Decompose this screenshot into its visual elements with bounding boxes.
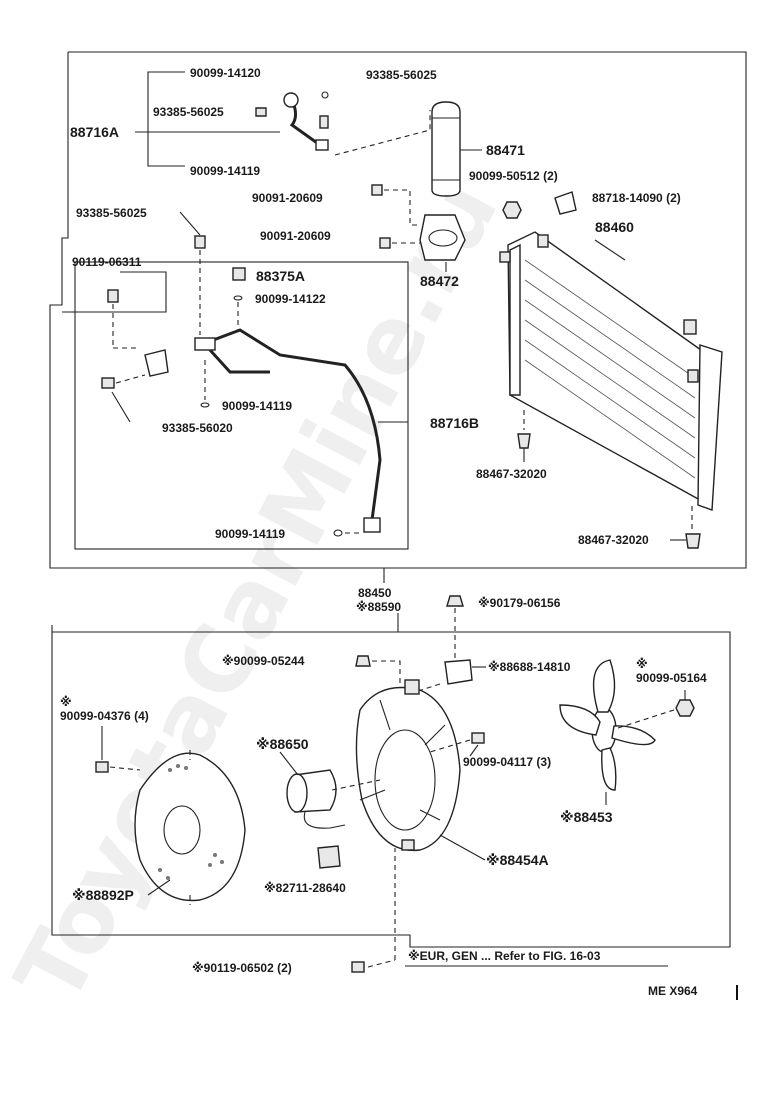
label-90099-50512: 90099-50512 (2) <box>469 169 558 183</box>
label-90099-04376-star: ※ <box>60 695 72 709</box>
label-90099-05164-star: ※ <box>636 657 648 671</box>
label-90099-05164: 90099-05164 <box>636 671 707 685</box>
label-90099-04376: 90099-04376 (4) <box>60 709 149 723</box>
label-90119-06311: 90119-06311 <box>72 255 142 269</box>
label-90119-06502: ※90119-06502 (2) <box>192 961 292 975</box>
bolt-90099-04117 <box>471 732 485 744</box>
label-90099-14122: 90099-14122 <box>255 292 326 306</box>
nut-90099-05244 <box>355 655 371 667</box>
label-88688-14810: ※88688-14810 <box>488 660 571 674</box>
label-88471: 88471 <box>486 142 525 158</box>
label-90099-14119-b: 90099-14119 <box>222 399 292 413</box>
label-88716a: 88716A <box>70 124 119 140</box>
label-88716b: 88716B <box>430 415 479 431</box>
label-93385-56025-b: 93385-56025 <box>153 105 224 119</box>
label-88650: ※88650 <box>256 736 309 752</box>
figure-code: ME X964 <box>648 984 698 998</box>
label-90091-20609-b: 90091-20609 <box>260 229 331 243</box>
nut-90099-05164 <box>675 699 695 717</box>
label-88892p: ※88892P <box>72 887 134 903</box>
bolt-90091-b <box>379 237 391 249</box>
label-90091-20609-a: 90091-20609 <box>252 191 323 205</box>
plug-88467-b <box>685 533 701 549</box>
label-93385-56020: 93385-56020 <box>162 421 233 435</box>
condenser-88460 <box>499 231 723 511</box>
label-88453: ※88453 <box>560 809 613 825</box>
label-82711-28640: ※82711-28640 <box>264 881 346 895</box>
bolt-90091-a <box>371 184 383 196</box>
label-88467-32020-b: 88467-32020 <box>578 533 649 547</box>
cap-88375a <box>232 267 246 281</box>
bolt-90119-06311 <box>107 289 119 303</box>
label-90099-14119-a: 90099-14119 <box>190 164 260 178</box>
pipe-88716a <box>255 91 329 151</box>
bolt-90099-04376 <box>95 761 109 773</box>
label-93385-56025-a: 93385-56025 <box>366 68 437 82</box>
bracket-88472 <box>419 214 466 261</box>
upper-group-frame <box>49 51 747 583</box>
lower-group-frame <box>51 613 731 948</box>
fan-88453 <box>559 659 656 791</box>
receiver-88471 <box>431 101 461 197</box>
lower-group-label: ※88590 <box>356 600 401 614</box>
label-88375a: 88375A <box>256 268 305 284</box>
bolt-93385-56020 <box>101 377 115 389</box>
plug-88467-a <box>517 433 531 449</box>
label-90179-06156: ※90179-06156 <box>478 596 561 610</box>
label-93385-56025-c: 93385-56025 <box>76 206 147 220</box>
clip-88718 <box>554 191 577 215</box>
bolt-93385-56025-c <box>194 235 206 249</box>
part-labels: 90099-14120 93385-56025 93385-56025 8871… <box>60 66 707 975</box>
upper-group-label: 88450 <box>358 586 392 600</box>
label-88454a: ※88454A <box>486 852 549 868</box>
connector-82711 <box>317 845 341 869</box>
note-refer-fig: ※EUR, GEN ... Refer to FIG. 16-03 <box>408 949 601 963</box>
motor-88650 <box>286 769 346 829</box>
label-90099-14119-c: 90099-14119 <box>215 527 285 541</box>
label-88718-14090: 88718-14090 (2) <box>592 191 681 205</box>
label-88467-32020-a: 88467-32020 <box>476 467 547 481</box>
label-90099-04117: 90099-04117 (3) <box>463 755 551 769</box>
bolt-90119-06502 <box>351 961 365 973</box>
label-90099-14120: 90099-14120 <box>190 66 261 80</box>
clip-90179 <box>446 595 464 607</box>
shroud-88454a <box>355 679 461 852</box>
label-88472: 88472 <box>420 273 459 289</box>
label-88460: 88460 <box>595 219 634 235</box>
bracket-88688 <box>444 659 473 685</box>
label-90099-05244: ※90099-05244 <box>222 654 305 668</box>
pipe-88716b <box>144 328 382 533</box>
cover-88892p <box>134 752 246 902</box>
nut-90099-50512 <box>502 201 522 219</box>
